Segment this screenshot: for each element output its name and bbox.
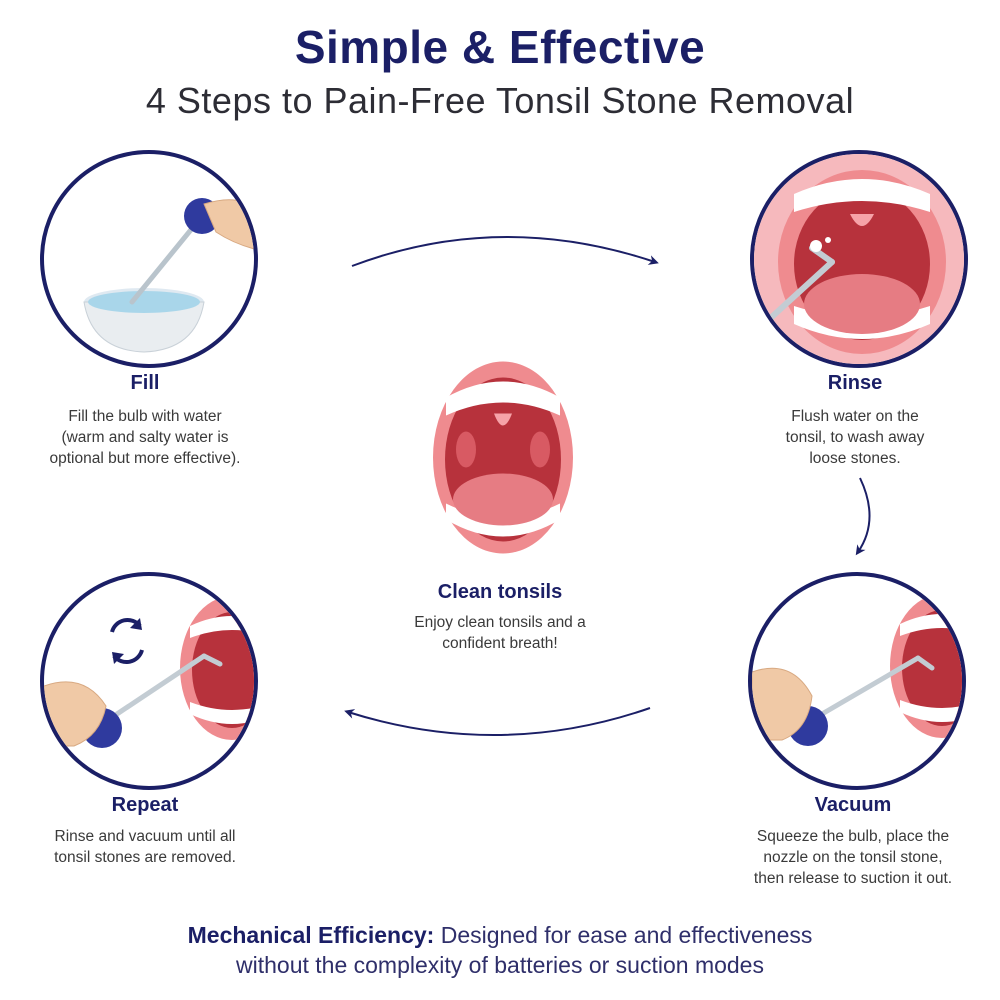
footer-line-1: Mechanical Efficiency: Designed for ease…	[0, 920, 1000, 950]
footer-note: Mechanical Efficiency: Designed for ease…	[0, 920, 1000, 980]
page-title: Simple & Effective	[294, 21, 706, 73]
arrow-rinse-to-vacuum	[855, 477, 871, 556]
arrow-vacuum-to-repeat	[344, 707, 651, 736]
arrow-fill-to-rinse	[351, 236, 659, 267]
footer-bold: Mechanical Efficiency:	[187, 922, 435, 948]
repeat-step-image	[40, 572, 258, 790]
fill-step-description: Fill the bulb with water (warm and salty…	[49, 408, 241, 467]
bulb-in-water-bowl-icon	[83, 198, 254, 353]
mouth-rinse-icon	[754, 154, 964, 364]
fill-step-image	[40, 150, 258, 368]
rinse-step-label: Rinse	[827, 372, 883, 394]
repeat-step-label: Repeat	[111, 794, 179, 816]
fill-step-label: Fill	[130, 372, 160, 394]
repeat-cycle-icon	[44, 596, 254, 748]
rinse-step-description: Flush water on the tonsil, to wash away …	[785, 408, 925, 467]
page-subtitle: 4 Steps to Pain-Free Tonsil Stone Remova…	[145, 80, 855, 121]
vacuum-step-label: Vacuum	[814, 794, 892, 816]
center-step-label: Clean tonsils	[437, 581, 563, 603]
footer-line-1-text: Designed for ease and effectiveness	[434, 922, 813, 948]
vacuum-step-description: Squeeze the bulb, place the nozzle on th…	[753, 828, 953, 887]
mouth-vacuum-icon	[752, 594, 962, 746]
center-step-description: Enjoy clean tonsils and a confident brea…	[414, 614, 586, 652]
repeat-step-description: Rinse and vacuum until all tonsil stones…	[54, 828, 236, 866]
footer-line-2: without the complexity of batteries or s…	[236, 952, 764, 978]
vacuum-step-image	[748, 572, 966, 790]
rinse-step-image	[750, 150, 968, 368]
open-mouth-icon	[433, 361, 573, 554]
